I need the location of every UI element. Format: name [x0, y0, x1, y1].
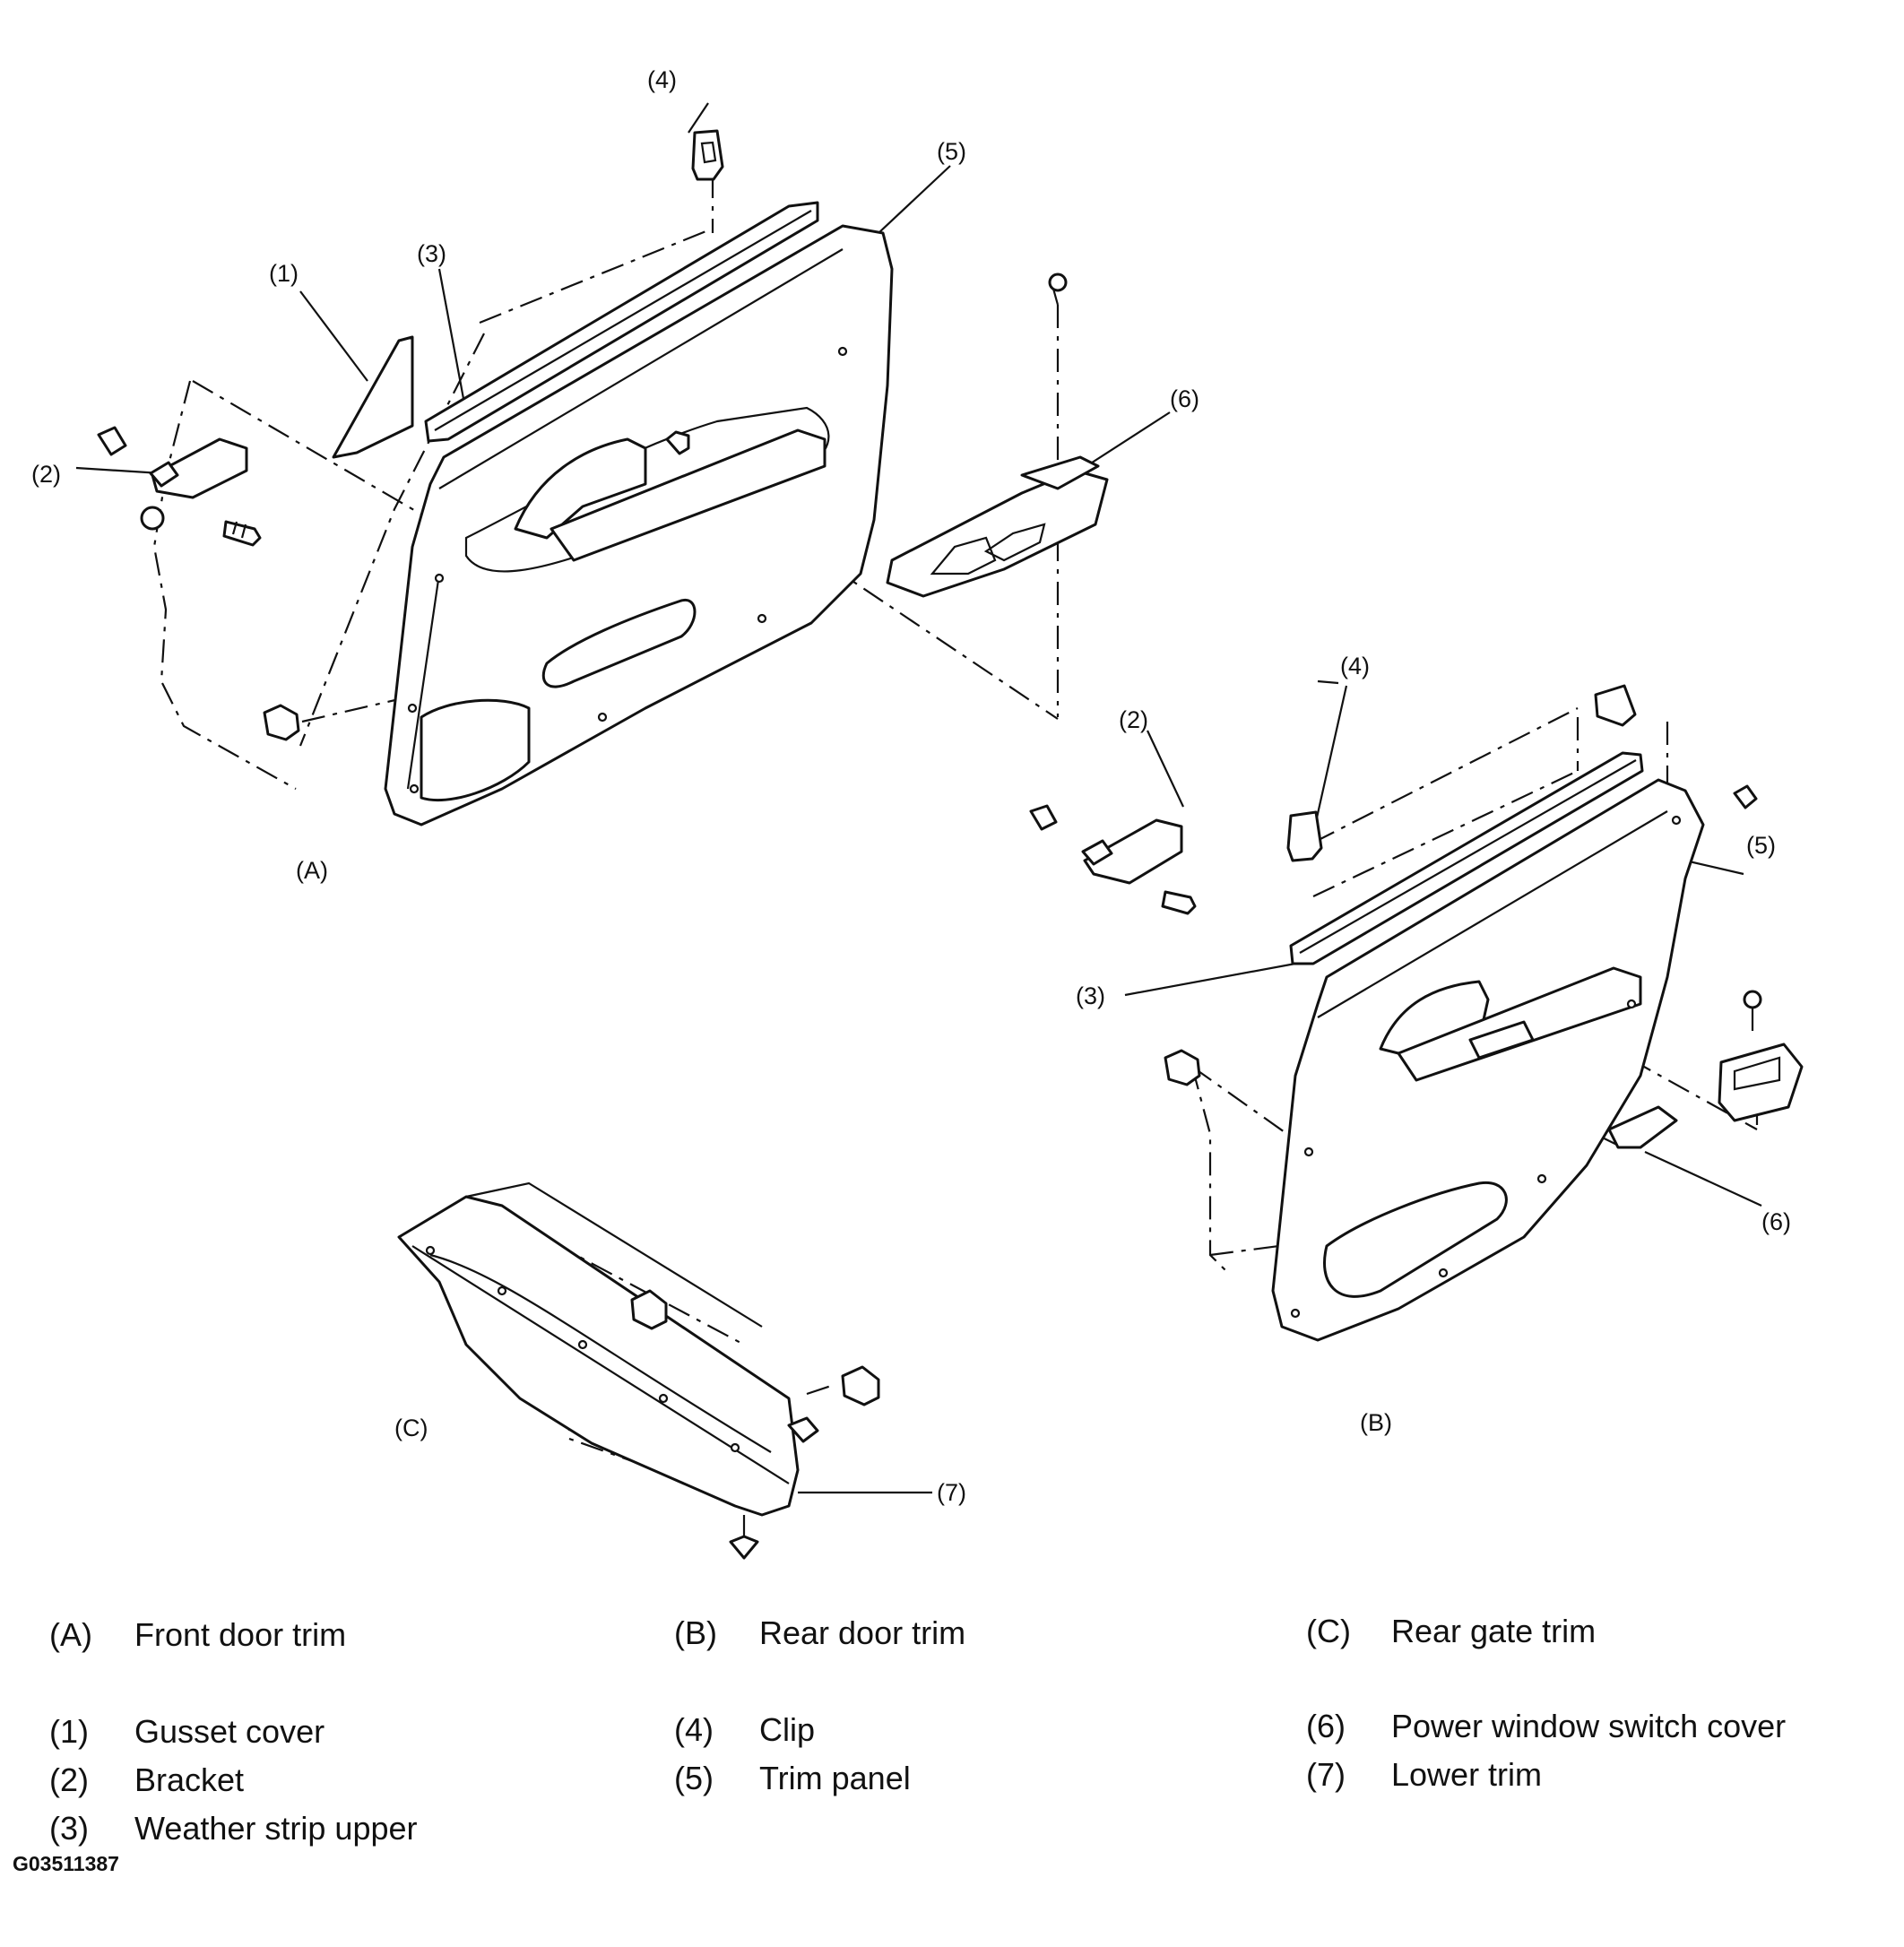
legend-code: (A): [49, 1616, 92, 1653]
legend-label: Power window switch cover: [1391, 1708, 1787, 1744]
legend-label: Gusset cover: [134, 1713, 325, 1750]
clip-rear: [1286, 810, 1323, 862]
push-clip-rear: [1164, 1049, 1201, 1086]
trim-panel-rear: [1271, 778, 1705, 1342]
callout-a-6: (6): [1170, 385, 1199, 412]
screw-armrest: [665, 430, 690, 455]
screw-rear-side: [1743, 990, 1762, 1009]
callout-b-3: (3): [1076, 982, 1105, 1009]
rear-door-trim-view: [1029, 679, 1804, 1342]
rear-gate-trim-view: [397, 1181, 932, 1560]
clip-rear-upper: [1594, 684, 1637, 727]
callout-labels: (4) (5) (1) (3) (2) (6) (A) (4) (2) (5) …: [31, 66, 1791, 1506]
figure-code: G03511387: [13, 1852, 119, 1875]
legend-code: (B): [674, 1614, 717, 1651]
legend-label: Trim panel: [759, 1760, 911, 1796]
callout-c-7: (7): [937, 1479, 966, 1506]
push-clip-gate-2: [841, 1365, 880, 1406]
view-label-a: (A): [296, 857, 328, 884]
push-clip-gate-bottom: [729, 1535, 759, 1560]
legend-code: (7): [1306, 1756, 1346, 1793]
push-clip-gate-1: [630, 1289, 668, 1330]
bracket-front: [97, 426, 262, 547]
legend-label: Rear gate trim: [1391, 1613, 1597, 1649]
legend-label: Clip: [759, 1711, 816, 1748]
legend-code: (2): [49, 1761, 89, 1798]
screw-gate: [787, 1416, 819, 1443]
bracket-rear: [1029, 804, 1197, 915]
exploded-diagram: (4) (5) (1) (3) (2) (6) (A) (4) (2) (5) …: [31, 66, 1804, 1560]
callout-b-5: (5): [1746, 832, 1776, 859]
screw-rear-top: [1733, 784, 1758, 809]
legend-label: Front door trim: [134, 1616, 347, 1653]
callout-a-3: (3): [417, 240, 446, 267]
legend-code: (5): [674, 1760, 714, 1796]
callout-a-2: (2): [31, 461, 61, 488]
callout-a-4: (4): [647, 66, 677, 93]
legend-code: (3): [49, 1810, 89, 1847]
callout-b-6: (6): [1761, 1208, 1791, 1235]
legend-label: Weather strip upper: [134, 1810, 418, 1847]
legend-label: Bracket: [134, 1761, 245, 1798]
view-label-c: (C): [394, 1415, 428, 1441]
clip-front: [691, 129, 724, 181]
callout-b-4: (4): [1340, 653, 1370, 679]
gusset-cover: [332, 335, 414, 459]
legend-label: Lower trim: [1391, 1756, 1543, 1793]
callout-b-2: (2): [1119, 706, 1148, 733]
legend-label: Rear door trim: [759, 1614, 966, 1651]
lower-trim: [397, 1195, 800, 1517]
legend-code: (C): [1306, 1613, 1351, 1649]
trim-panel-front: [384, 224, 894, 826]
push-clip-front: [263, 704, 300, 741]
view-label-b: (B): [1360, 1409, 1392, 1436]
legend-code: (4): [674, 1711, 714, 1748]
callout-a-1: (1): [269, 260, 299, 287]
power-window-switch-cover-rear: [1607, 1043, 1804, 1149]
legend-code: (1): [49, 1713, 89, 1750]
legend-code: (6): [1306, 1708, 1346, 1744]
callout-a-5: (5): [937, 138, 966, 165]
front-door-trim-view: [75, 102, 1171, 826]
power-window-switch-cover: [886, 273, 1109, 598]
